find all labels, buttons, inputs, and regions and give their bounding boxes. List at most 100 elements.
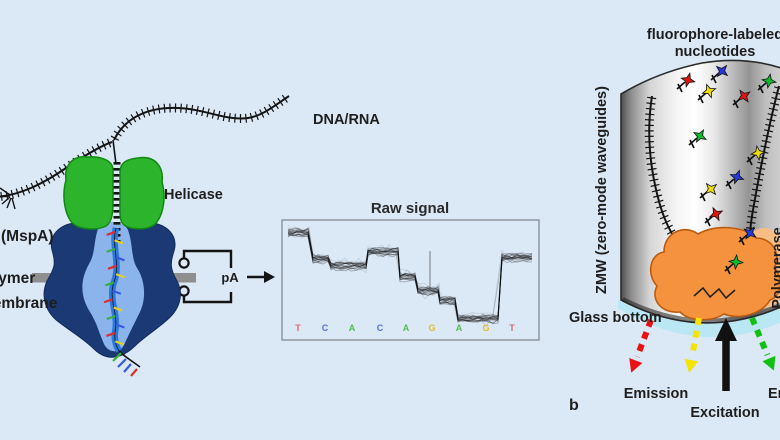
fluorophore <box>676 72 696 93</box>
base-tick <box>113 306 123 312</box>
dna-rung <box>645 113 655 116</box>
dna-rung <box>746 221 756 224</box>
raw-signal-box <box>281 219 540 341</box>
dna-rung <box>152 105 156 115</box>
fluorophore <box>725 169 745 190</box>
dna-rung <box>754 177 764 181</box>
signal-trace-line <box>287 227 531 328</box>
excitation-label: Excitation <box>690 405 759 421</box>
signal-trace-line <box>287 227 533 319</box>
nucleotide-linker-icon <box>725 178 735 190</box>
dna-rung <box>646 102 656 105</box>
dna-rung <box>760 145 770 149</box>
dna-rung <box>201 107 205 117</box>
signal-traces <box>287 224 533 328</box>
nucleotide-linker-icon <box>757 82 767 94</box>
fluorophore-star-icon <box>743 226 757 240</box>
dna-rung <box>650 183 660 187</box>
emission-arrow-head-icon <box>684 358 699 373</box>
dna-rung <box>664 224 673 230</box>
dna-rung <box>180 103 182 113</box>
dna-rung <box>645 151 655 154</box>
nucleotide-linker-icon <box>738 234 748 246</box>
dna-rung <box>656 204 665 209</box>
nucleotide-linker-icon <box>688 137 698 149</box>
electrode-top-icon <box>178 257 190 269</box>
fluorophores <box>676 64 778 275</box>
exit-tail-bases <box>112 352 138 377</box>
base-tick <box>103 298 113 304</box>
dna-frayed-end-icon <box>0 187 16 210</box>
dna-duplex <box>0 94 290 201</box>
dna-rung <box>25 184 31 194</box>
base-letter: A <box>403 323 410 333</box>
dna-rung <box>125 117 133 126</box>
signal-trace-line <box>287 225 531 320</box>
dna-rung <box>20 186 25 196</box>
nucleotide-linker-icon <box>724 263 734 275</box>
base-letter: G <box>428 323 435 333</box>
fluorophore <box>732 89 751 109</box>
dna-rung <box>771 96 780 101</box>
dna-rung <box>646 157 656 160</box>
dna-rna-label: DNA/RNA <box>313 112 380 128</box>
dna-rung <box>228 113 231 123</box>
base-tick <box>115 273 125 279</box>
nucleotide-label-line2: nucleotides <box>675 44 756 60</box>
dna-rung <box>101 140 107 150</box>
dna-rung <box>263 106 270 116</box>
base-tick <box>106 230 116 236</box>
dna-rung <box>268 103 275 113</box>
signal-trace-line <box>287 229 533 320</box>
dna-rung <box>651 189 661 193</box>
nucleotide-linker-icon <box>697 92 707 104</box>
membrane-label-line2: membrane <box>0 295 58 312</box>
dna-rung <box>121 121 129 129</box>
signal-trace-line <box>287 229 533 321</box>
signal-trace-line <box>287 231 533 320</box>
dna-rung <box>756 167 766 170</box>
fluorophore <box>757 72 778 94</box>
dna-rung <box>659 214 669 220</box>
dna-rung <box>648 173 658 177</box>
emission-arrow-shaft <box>689 317 702 357</box>
signal-trace-line <box>287 230 533 323</box>
dna-rung <box>755 172 765 176</box>
panel-letter-b: b <box>569 397 579 414</box>
dna-rung <box>54 169 61 178</box>
dna-rung <box>211 109 216 119</box>
dna-rung <box>763 129 773 133</box>
dna-rung <box>753 183 763 187</box>
dna-rung <box>35 180 41 190</box>
circuit-wire-top <box>182 249 233 268</box>
base-tick <box>107 264 117 270</box>
base-tick <box>106 331 116 337</box>
dna-rung <box>768 107 778 111</box>
dna-rung <box>272 100 279 110</box>
dna-rung <box>770 102 780 106</box>
dna-rung <box>58 166 65 175</box>
base-letter: T <box>295 323 301 333</box>
helicase-label: Helicase <box>164 187 223 203</box>
signal-trace-line <box>287 230 533 321</box>
fluorophore <box>710 64 729 84</box>
circuit-wire-bottom <box>182 292 233 304</box>
nucleotide-linker-icon <box>710 72 720 84</box>
dna-rung <box>259 109 265 118</box>
base-tick <box>114 340 125 346</box>
dna-single-strand <box>112 139 117 165</box>
dna-rung <box>281 94 288 103</box>
signal-trace-line <box>287 224 531 324</box>
fluorophore <box>699 182 718 202</box>
dna-rung <box>645 146 655 149</box>
dna-rung <box>140 108 146 118</box>
helicase-left-lobe <box>63 156 114 230</box>
fluorophore-star-icon <box>737 89 751 103</box>
fluorophore <box>704 206 724 227</box>
dna-rung <box>244 113 248 123</box>
polymerase-protein <box>649 226 780 321</box>
dna-rung <box>645 107 655 110</box>
dna-rung <box>766 118 776 122</box>
strand-bases <box>103 230 125 346</box>
